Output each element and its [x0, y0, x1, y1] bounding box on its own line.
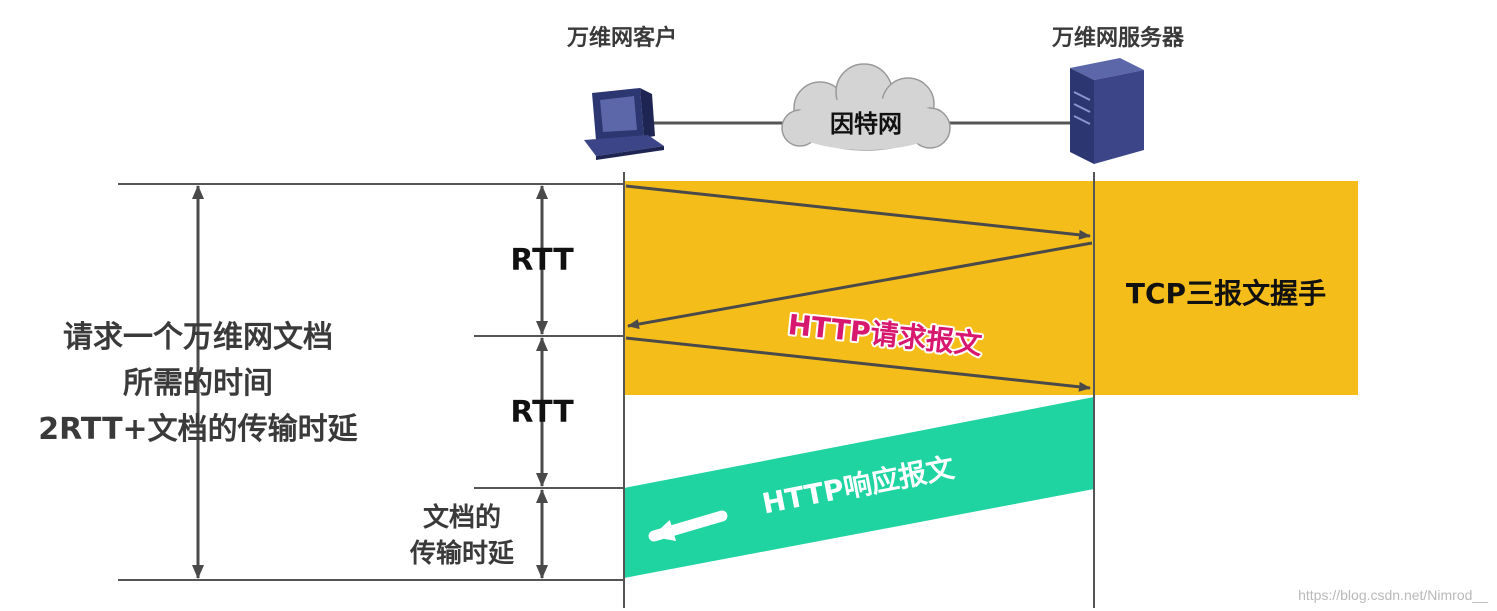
- server-icon: [1070, 58, 1144, 164]
- total-time-line1: 请求一个万维网文档: [63, 320, 333, 355]
- syn-arrow: [625, 184, 1091, 240]
- transfer-delay-line1: 文档的: [423, 502, 501, 533]
- total-time-line3: 2RTT+文档的传输时延: [38, 412, 358, 447]
- rtt2-label: RTT: [510, 395, 574, 430]
- tcp-handshake-label: TCP三报文握手: [1126, 277, 1326, 310]
- total-time-line2: 所需的时间: [123, 366, 273, 401]
- transfer-delay-line2: 传输时延: [409, 538, 515, 569]
- syn-ack-arrow: [627, 241, 1093, 329]
- response-direction-arrow: [648, 510, 728, 542]
- client-label: 万维网客户: [566, 25, 677, 51]
- tcp-handshake-box: [624, 181, 1358, 395]
- request-arrow: [625, 336, 1091, 392]
- watermark: https://blog.csdn.net/Nimrod__: [1298, 587, 1488, 603]
- cloud-icon: [781, 63, 951, 151]
- http-response-band: [624, 397, 1094, 578]
- rtt1-label: RTT: [510, 243, 574, 278]
- server-label: 万维网服务器: [1051, 25, 1185, 51]
- computer-icon: [584, 88, 664, 160]
- network-label: 因特网: [830, 110, 902, 138]
